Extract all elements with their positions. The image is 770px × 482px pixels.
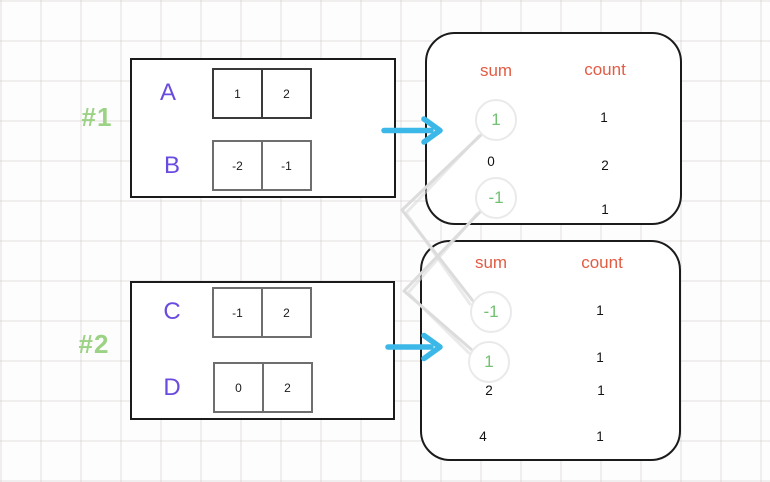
table-2-sum-value: 1 <box>484 352 494 371</box>
array-b-cell-0: -2 <box>212 140 263 191</box>
table-2-count-value: 1 <box>596 303 604 318</box>
table-2-count-value: 1 <box>596 350 604 365</box>
highlight-circle-t2-sum-1[interactable]: 1 <box>468 341 510 383</box>
highlight-circle-t2-sum-neg1[interactable]: -1 <box>470 291 512 333</box>
array-a-cells[interactable]: 1 2 <box>212 68 312 119</box>
highlight-circle-t1-sum-neg1[interactable]: -1 <box>475 177 517 219</box>
array-c-cells[interactable]: -1 2 <box>212 287 312 338</box>
array-a-cell-1: 2 <box>261 68 312 119</box>
array-d-cells[interactable]: 0 2 <box>213 362 313 413</box>
table-1-sum-value: -1 <box>488 188 504 207</box>
array-c-cell-1: 2 <box>261 287 312 338</box>
table-2-count-value: 1 <box>597 383 605 398</box>
array-c-cell-0: -1 <box>212 287 263 338</box>
table-2-count-value: 1 <box>596 429 604 444</box>
sum-count-table-2[interactable] <box>420 240 681 461</box>
example-1-label: #1 <box>81 102 113 132</box>
table-2-sum-value: -1 <box>483 302 499 321</box>
array-d-cell-1: 2 <box>262 362 313 413</box>
highlight-circle-t1-sum-1[interactable]: 1 <box>475 99 517 141</box>
example-2-label: #2 <box>78 329 110 359</box>
table-2-sum-header: sum <box>474 253 508 272</box>
table-1-count-value: 2 <box>601 158 609 173</box>
array-b-cells[interactable]: -2 -1 <box>212 140 312 191</box>
table-1-count-value: 1 <box>600 110 608 125</box>
array-c-label: C <box>163 298 181 325</box>
array-b-cell-1: -1 <box>261 140 312 191</box>
array-d-cell-0: 0 <box>213 362 264 413</box>
table-1-sum-header: sum <box>479 61 513 80</box>
array-a-cell-0: 1 <box>212 68 263 119</box>
array-a-label: A <box>159 79 176 106</box>
table-2-sum-value: 4 <box>479 429 487 444</box>
table-1-sum-value: 0 <box>487 154 495 169</box>
table-2-count-header: count <box>581 253 623 272</box>
table-1-count-header: count <box>584 60 626 79</box>
table-2-sum-value: 2 <box>485 383 493 398</box>
array-b-label: B <box>163 152 180 179</box>
array-d-label: D <box>163 374 181 401</box>
table-1-sum-value: 1 <box>491 110 501 129</box>
table-1-count-value: 1 <box>601 202 609 217</box>
